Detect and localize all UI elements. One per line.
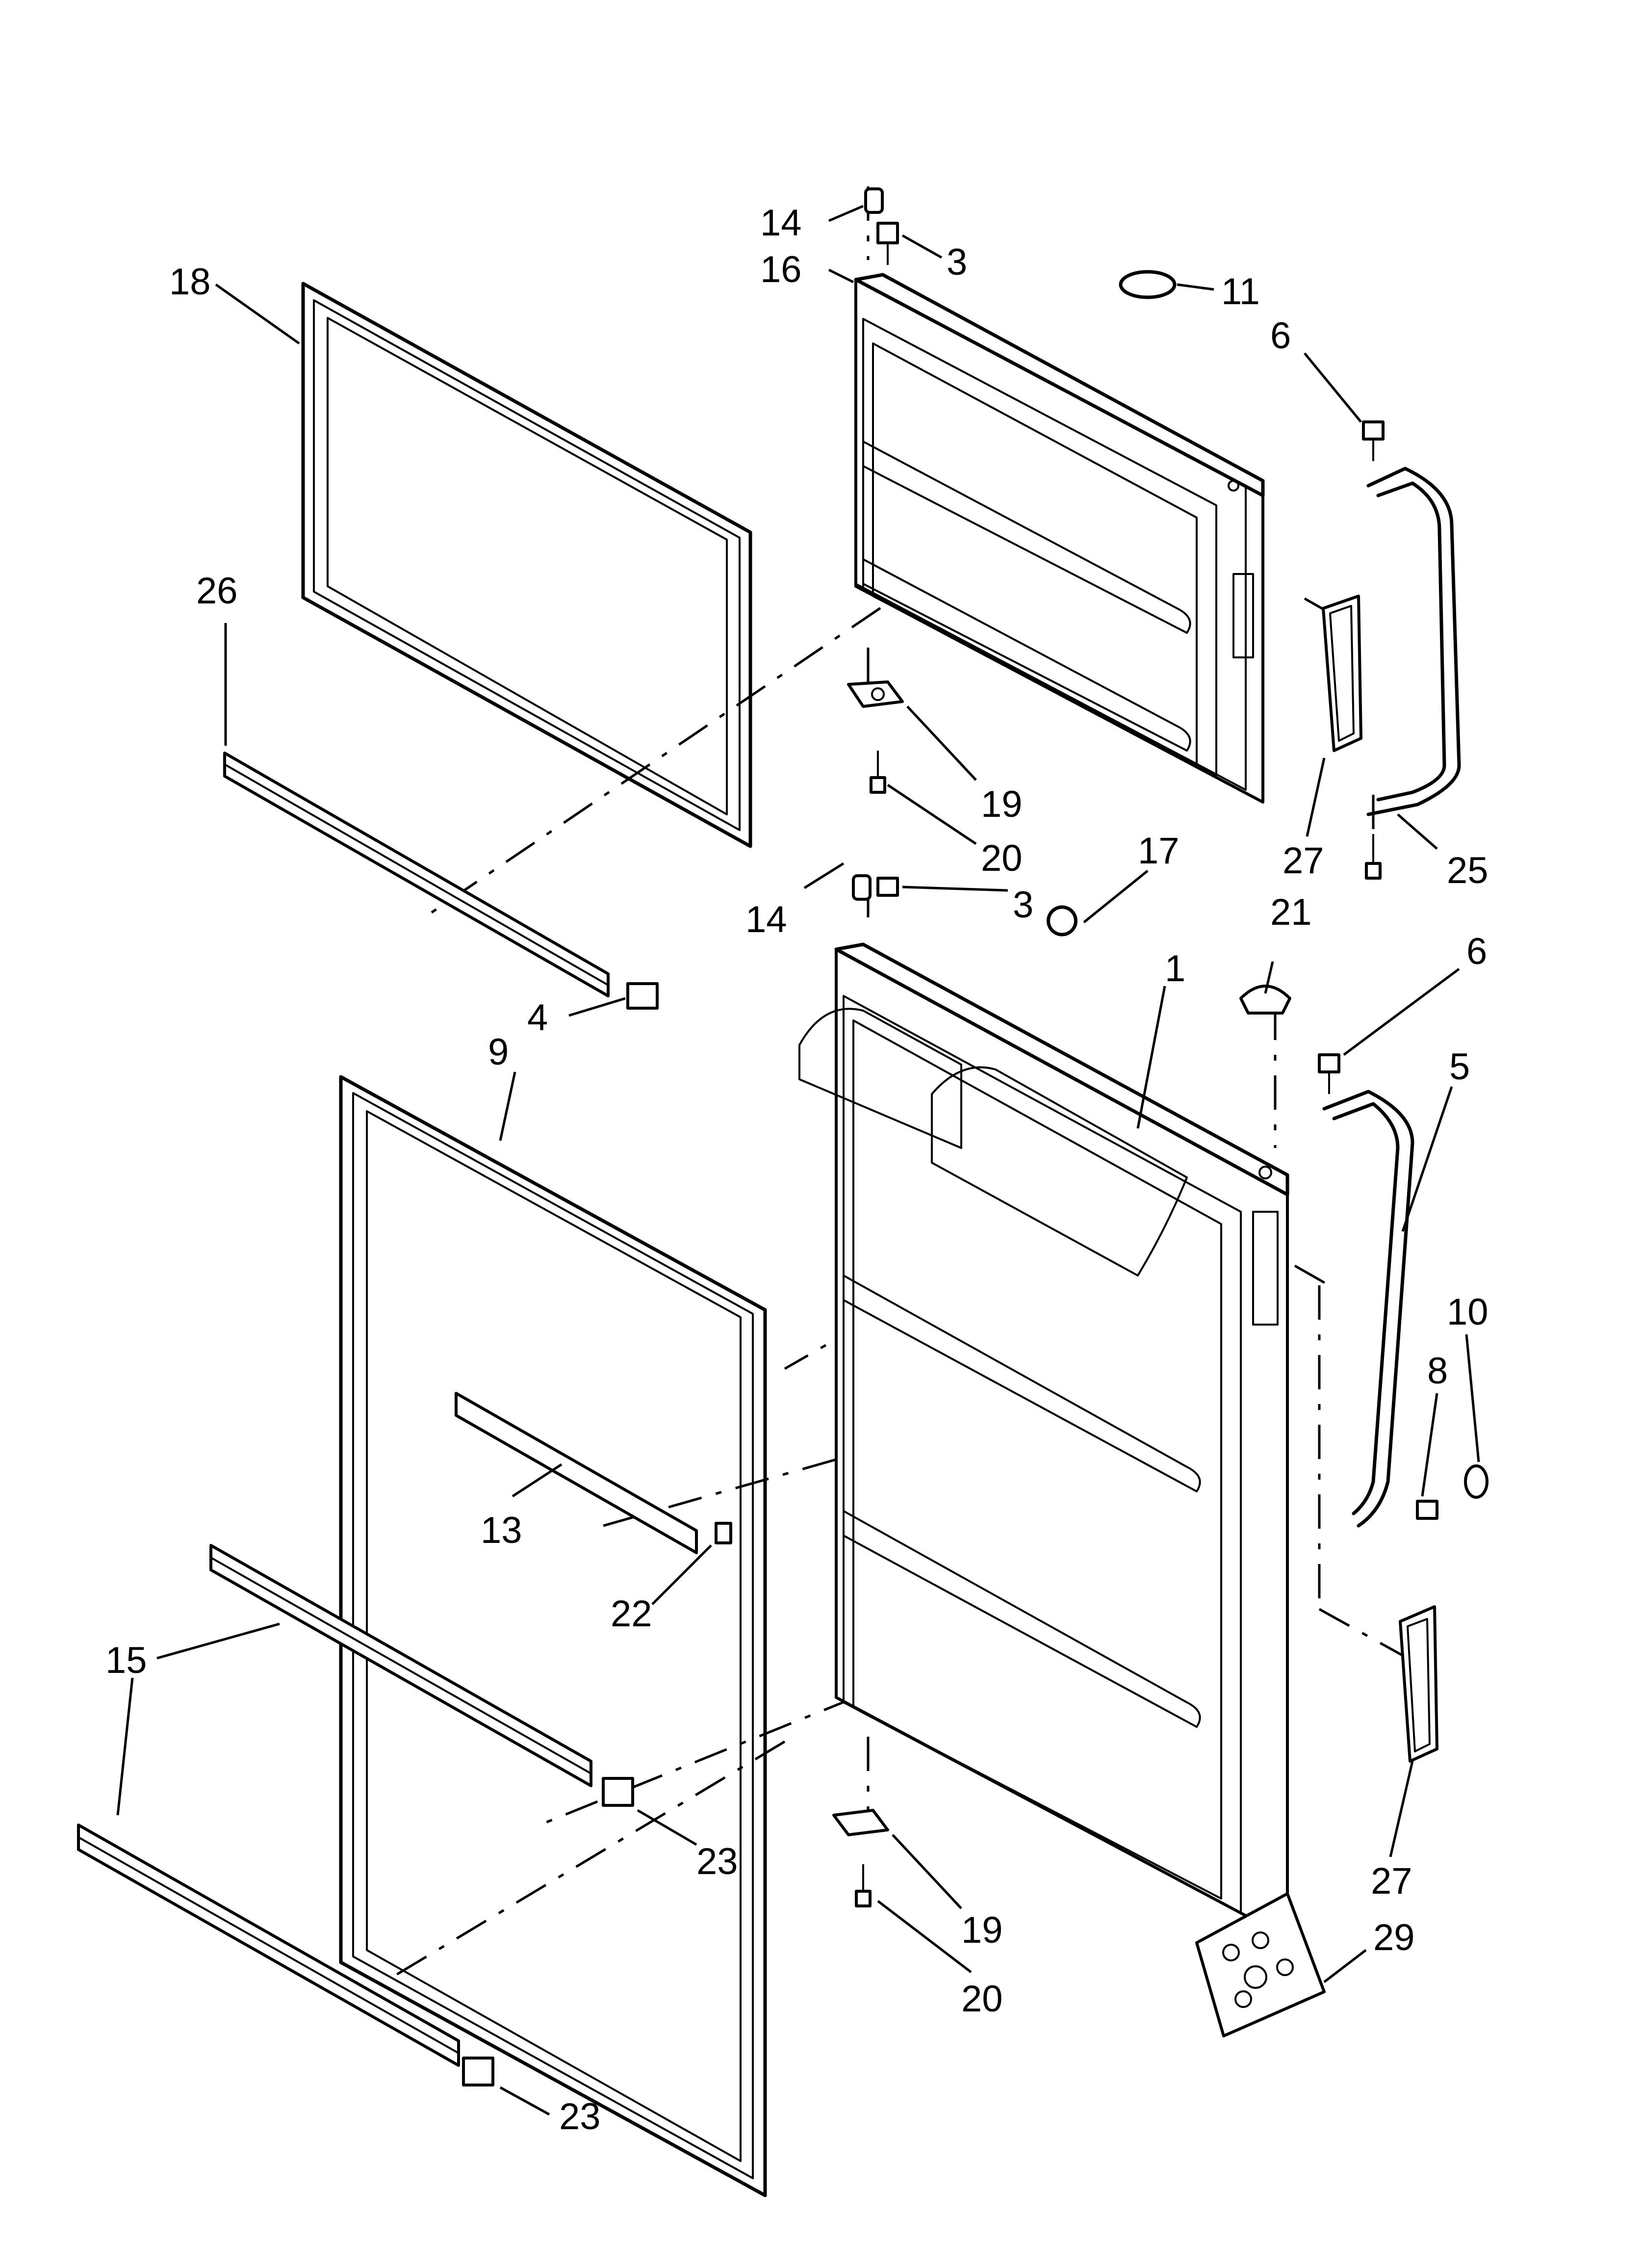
callout-20-bottom: 20 xyxy=(961,1978,1003,2020)
fresh-food-door xyxy=(798,942,1289,1939)
callout-11: 11 xyxy=(1221,271,1260,313)
callout-21: 21 xyxy=(1270,891,1312,933)
callout-15: 15 xyxy=(105,1640,147,1681)
callout-17: 17 xyxy=(1138,830,1180,872)
leader-lines xyxy=(116,205,1480,2116)
callout-9: 9 xyxy=(488,1031,509,1073)
upper-handle-insert xyxy=(1322,595,1362,752)
lower-handle-insert xyxy=(1399,1605,1438,1763)
lower-hardware xyxy=(462,874,1488,2086)
callout-16: 16 xyxy=(760,249,802,290)
freezer-door xyxy=(854,273,1265,804)
callout-8: 8 xyxy=(1427,1350,1448,1392)
callout-4: 4 xyxy=(527,997,548,1039)
callout-5: 5 xyxy=(1449,1046,1470,1088)
callout-27-upper: 27 xyxy=(1283,840,1324,882)
callout-6-top: 6 xyxy=(1270,315,1291,357)
callout-14-mid: 14 xyxy=(745,899,787,940)
callout-3-mid: 3 xyxy=(1013,884,1033,926)
callout-labels: 14 3 16 11 18 6 26 19 20 27 25 17 14 3 2… xyxy=(105,202,1488,2138)
callout-1: 1 xyxy=(1165,948,1185,990)
callout-3-top: 3 xyxy=(947,241,967,283)
callout-29: 29 xyxy=(1373,1917,1415,1958)
callout-27-lower: 27 xyxy=(1371,1860,1412,1902)
callout-23-upper: 23 xyxy=(696,1841,738,1882)
callout-13: 13 xyxy=(481,1510,522,1551)
lower-door-gasket xyxy=(339,1075,767,2197)
callout-23-lower: 23 xyxy=(559,2096,601,2138)
hardware-kit-bag xyxy=(1195,1892,1326,2037)
upper-door-gasket xyxy=(301,282,752,848)
lower-door-handle xyxy=(1322,1090,1414,1528)
upper-hardware xyxy=(847,187,1385,880)
lower-shelf-rails xyxy=(77,1392,698,2067)
callout-18: 18 xyxy=(169,261,211,303)
callout-19-top: 19 xyxy=(981,783,1023,825)
callout-22: 22 xyxy=(611,1593,652,1635)
callout-19-bottom: 19 xyxy=(961,1909,1003,1951)
callout-20-top: 20 xyxy=(981,837,1023,879)
upper-door-handle xyxy=(1366,467,1461,816)
callout-25: 25 xyxy=(1447,850,1488,891)
upper-shelf-rail xyxy=(223,752,610,997)
callout-14-top: 14 xyxy=(760,202,802,244)
callout-10: 10 xyxy=(1447,1291,1488,1333)
callout-6-mid: 6 xyxy=(1466,931,1487,972)
callout-26: 26 xyxy=(196,570,238,612)
